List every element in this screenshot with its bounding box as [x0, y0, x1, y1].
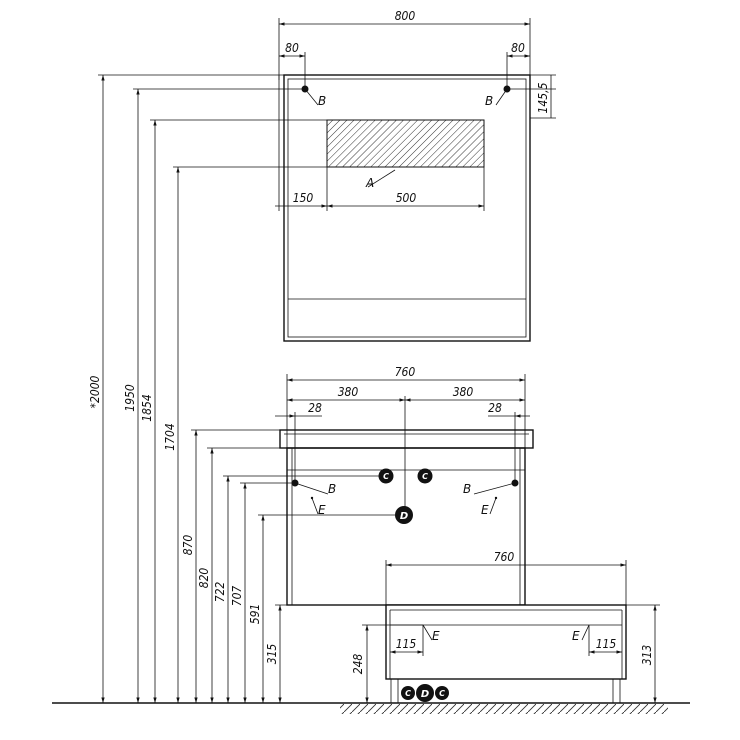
- mirror-outer-frame: [283, 74, 531, 342]
- dim-height-2000: *2000: [88, 74, 284, 703]
- dim-label-313: 313: [640, 645, 654, 666]
- dim-label-707: 707: [230, 586, 244, 607]
- dim-label-380-right: 380: [453, 385, 474, 399]
- svg-text:C: C: [383, 472, 389, 481]
- label-e-side-right: E: [572, 629, 580, 643]
- dim-side-offsets: 115 115: [390, 625, 622, 656]
- floor-hatching: [340, 704, 668, 714]
- side-cabinet-body: [385, 604, 627, 680]
- dim-side-height-248: 248: [351, 624, 423, 703]
- dim-label-820: 820: [197, 568, 211, 589]
- dim-height-870: 870: [181, 429, 280, 703]
- dim-height-820: 820: [197, 447, 287, 703]
- side-cabinet-leg-right: [612, 678, 621, 704]
- mirror-inner-frame: [287, 78, 527, 338]
- dim-label-80-left: 80: [285, 41, 299, 55]
- dim-label-248: 248: [351, 654, 365, 675]
- dim-label-115-right: 115: [596, 637, 617, 651]
- dim-label-760-side: 760: [494, 550, 515, 564]
- label-a: A: [365, 176, 374, 190]
- dim-height-591: 591: [248, 514, 395, 703]
- dim-label-500: 500: [396, 191, 417, 205]
- marker-c-bottom-right: C: [435, 686, 449, 700]
- dim-vanity-edges: 28 28: [275, 401, 530, 483]
- marker-c-bottom-left: C: [401, 686, 415, 700]
- dim-label-1854: 1854: [140, 394, 154, 422]
- dim-label-145-5: 145,5: [536, 82, 550, 113]
- dim-label-1704: 1704: [163, 423, 177, 451]
- dim-label-760-vanity: 760: [395, 365, 416, 379]
- marker-c-vanity-left: C: [378, 468, 394, 484]
- dim-label-115-left: 115: [396, 637, 417, 651]
- dim-mirror-margins: 80 80: [279, 41, 530, 89]
- label-b-vanity-left: B: [328, 482, 336, 496]
- lamp-hatched-area: [326, 119, 485, 168]
- label-b-right: B: [485, 94, 493, 108]
- leader-b-right: [495, 88, 508, 106]
- label-e-vanity-right: E: [481, 503, 489, 517]
- dim-label-591: 591: [248, 604, 262, 625]
- dim-height-1854: 1854: [140, 119, 327, 703]
- vanity-body: [286, 447, 526, 606]
- dim-mirror-top-offset: 145,5: [507, 74, 556, 119]
- marker-c-vanity-right: C: [417, 468, 433, 484]
- dim-height-315: 315: [265, 604, 386, 703]
- dim-height-1950: 1950: [123, 88, 305, 703]
- dim-height-707: 707: [230, 482, 295, 703]
- leader-b-left: [304, 88, 319, 106]
- dim-label-870: 870: [181, 535, 195, 556]
- dim-height-722: 722: [213, 475, 379, 703]
- label-b-vanity-right: B: [463, 482, 471, 496]
- svg-text:C: C: [439, 689, 445, 698]
- marker-d-bottom: D: [416, 684, 434, 702]
- svg-text:D: D: [400, 511, 408, 522]
- side-cabinet: E E: [385, 604, 627, 704]
- dim-vanity-halves: 380 380: [287, 385, 525, 515]
- dim-mirror-width: 800: [278, 9, 531, 80]
- marker-d-vanity: D: [395, 506, 413, 524]
- svg-text:C: C: [422, 472, 428, 481]
- dim-label-28-right: 28: [488, 401, 502, 415]
- dim-label-315: 315: [265, 644, 279, 665]
- dim-height-1704: 1704: [163, 166, 327, 703]
- dim-label-722: 722: [213, 582, 227, 603]
- dim-side-height-313: 313: [626, 604, 660, 703]
- label-e-side-left: E: [432, 629, 440, 643]
- dim-label-1950: 1950: [123, 384, 137, 412]
- vanity-top: [279, 429, 534, 449]
- dim-vanity-width: 760: [286, 365, 526, 448]
- dim-side-width: 760: [385, 550, 627, 605]
- label-b-left: B: [318, 94, 326, 108]
- mirror-cabinet: B B A: [283, 74, 531, 342]
- dim-label-2000: *2000: [88, 375, 102, 408]
- side-cabinet-leg-left: [390, 678, 399, 704]
- dim-label-150: 150: [293, 191, 314, 205]
- floor: [52, 702, 690, 714]
- dim-label-380-left: 380: [338, 385, 359, 399]
- leader-a: [367, 169, 396, 188]
- dim-label-80-right: 80: [511, 41, 525, 55]
- dim-label-800: 800: [395, 9, 416, 23]
- label-e-vanity-left: E: [318, 503, 326, 517]
- svg-text:D: D: [421, 689, 429, 700]
- dim-lamp: 150 500: [275, 167, 485, 211]
- svg-text:C: C: [405, 689, 411, 698]
- dim-label-28-left: 28: [308, 401, 322, 415]
